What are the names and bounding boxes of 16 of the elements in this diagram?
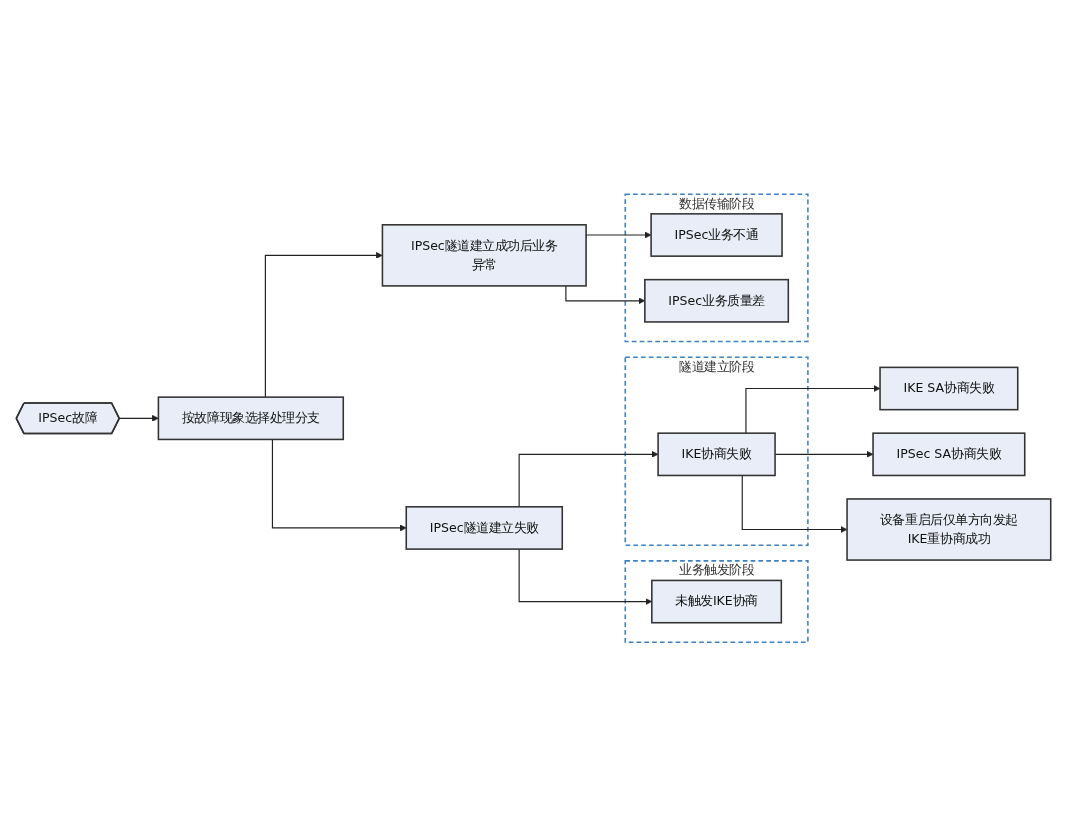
arrow [264,251,383,398]
node-box: IPSec隧道建立成功后业务异常 [381,223,587,287]
arrow [119,414,159,422]
node-box: IKE SA协商失败 [879,366,1019,411]
node-box: 未触发IKE协商 [651,579,783,624]
arrow [518,450,659,508]
node-box: IKE协商失败 [657,432,776,476]
arrow [741,474,848,533]
node-box: IPSec业务质量差 [644,278,790,323]
node-box: 设备重启后仅单方向发起IKE重协商成功 [846,497,1052,561]
arrow [745,384,881,434]
node-box: 按故障现象选择处理分支 [157,396,345,440]
node-box: IPSec SA协商失败 [872,432,1026,476]
node-box: IPSec隧道建立失败 [405,505,564,550]
arrow [271,438,407,532]
node-box: IPSec业务不通 [650,212,783,257]
